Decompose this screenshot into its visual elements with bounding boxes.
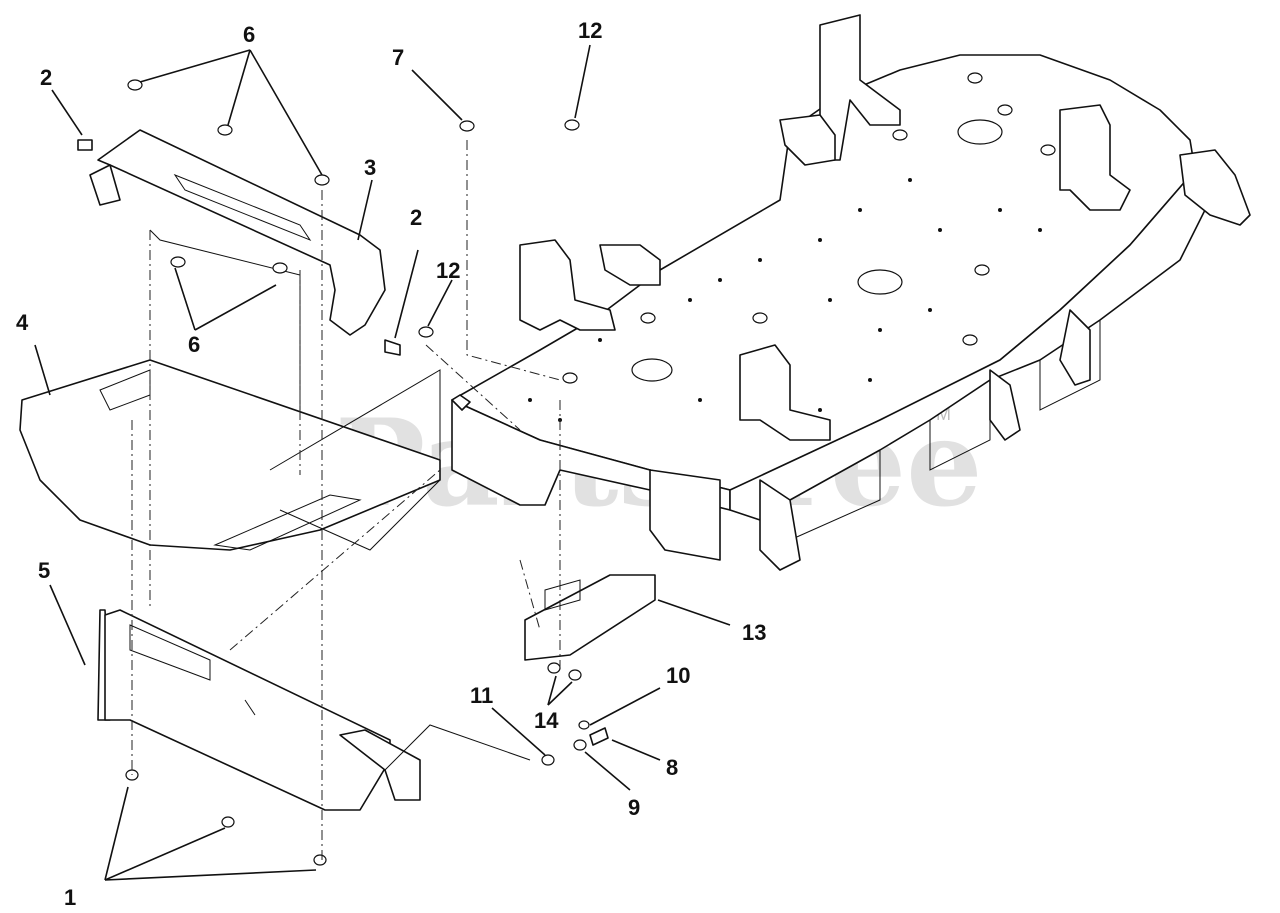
callout-6-bottom: 6 — [188, 332, 200, 357]
alignment-lines — [131, 140, 561, 860]
callout-7: 7 — [392, 45, 404, 70]
callout-13: 13 — [742, 620, 766, 645]
callout-2-center: 2 — [410, 205, 422, 230]
callout-10: 10 — [666, 663, 690, 688]
leader-lines — [34, 44, 731, 881]
part-5-bottom-bracket — [97, 609, 531, 811]
callout-2-left: 2 — [40, 65, 52, 90]
callout-8: 8 — [666, 755, 678, 780]
callouts: 6 2 7 12 3 2 12 4 6 5 13 10 11 14 8 9 1 — [16, 18, 766, 910]
part-13-plate — [524, 574, 656, 661]
callout-5: 5 — [38, 558, 50, 583]
part-4-flap — [19, 359, 441, 551]
part-3-baffle-bracket — [89, 129, 386, 481]
callout-9: 9 — [628, 795, 640, 820]
callout-6-top: 6 — [243, 22, 255, 47]
callout-14: 14 — [534, 708, 559, 733]
callout-11: 11 — [470, 683, 493, 708]
callout-1: 1 — [64, 885, 76, 910]
callout-12-mid: 12 — [436, 258, 460, 283]
callout-3: 3 — [364, 155, 376, 180]
mower-deck — [451, 14, 1251, 571]
callout-12-top: 12 — [578, 18, 602, 43]
fasteners — [77, 79, 609, 866]
callout-4: 4 — [16, 310, 29, 335]
